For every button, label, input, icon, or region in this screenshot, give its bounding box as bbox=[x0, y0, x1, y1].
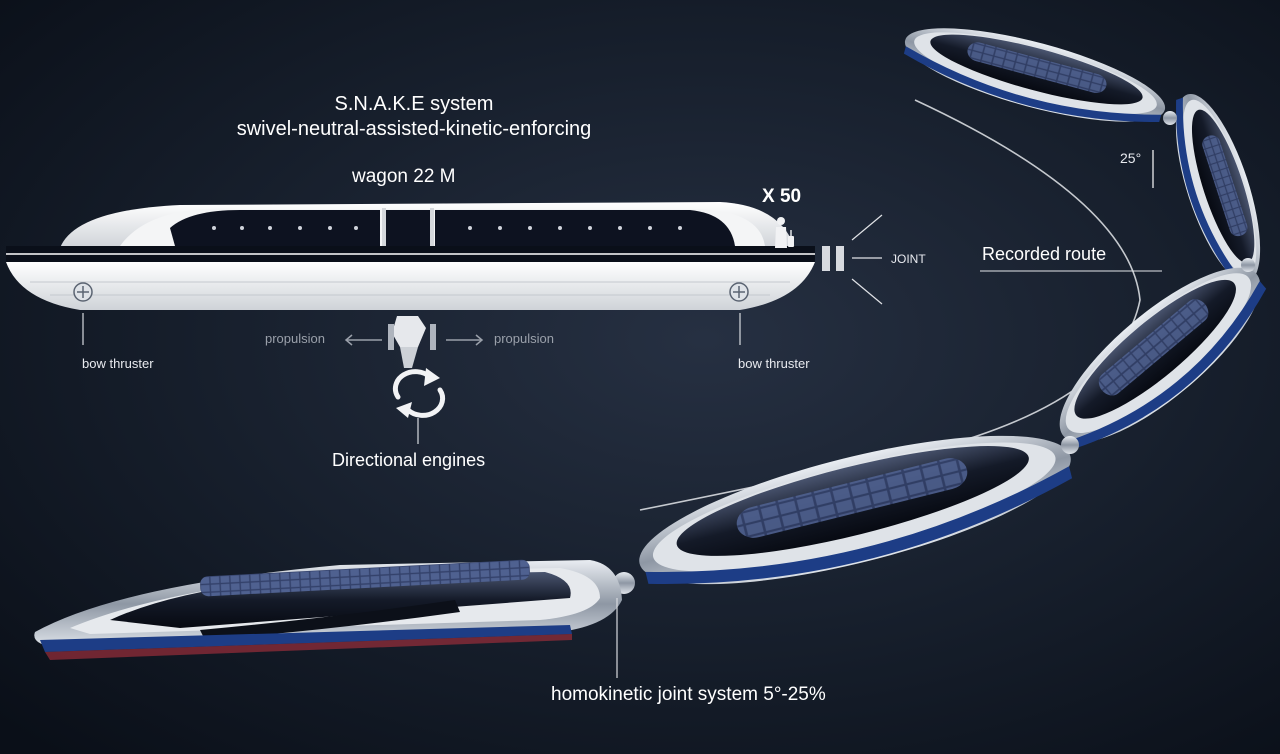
propulsion-right-label: propulsion bbox=[494, 331, 554, 346]
system-subtitle: swivel-neutral-assisted-kinetic-enforcin… bbox=[236, 118, 592, 140]
wagon-side-view bbox=[6, 202, 815, 310]
arrow-left-icon bbox=[344, 334, 382, 346]
homokinetic-label: homokinetic joint system 5°-25% bbox=[551, 684, 826, 705]
joint-connector bbox=[1061, 436, 1079, 454]
wagon-length-label: wagon 22 M bbox=[352, 166, 456, 187]
joint-connector bbox=[1241, 258, 1255, 272]
bow-thruster-left-label: bow thruster bbox=[82, 356, 154, 371]
system-title: S.N.A.K.E system bbox=[334, 93, 494, 115]
bow-thruster-right-label: bow thruster bbox=[738, 356, 810, 371]
angle-label: 25° bbox=[1120, 150, 1142, 166]
joint-label: JOINT bbox=[891, 252, 926, 266]
person-with-luggage-icon bbox=[775, 217, 794, 248]
joint-connector bbox=[1163, 111, 1177, 125]
propulsion-left-label: propulsion bbox=[265, 331, 325, 346]
arrow-right-icon bbox=[446, 334, 484, 346]
directional-engines-label: Directional engines bbox=[332, 450, 486, 470]
rotation-arrowhead bbox=[424, 368, 440, 386]
thruster-icon bbox=[73, 282, 93, 302]
rotation-arrows-icon bbox=[392, 369, 446, 418]
directional-engine-pod bbox=[388, 316, 436, 368]
capacity-label: X 50 bbox=[762, 186, 802, 207]
window-seats bbox=[212, 226, 682, 230]
thruster-icon bbox=[729, 282, 749, 302]
joint-block bbox=[822, 214, 883, 305]
lead-boat bbox=[34, 559, 623, 660]
recorded-route-label: Recorded route bbox=[982, 244, 1107, 264]
rotation-arrowhead bbox=[396, 402, 412, 418]
